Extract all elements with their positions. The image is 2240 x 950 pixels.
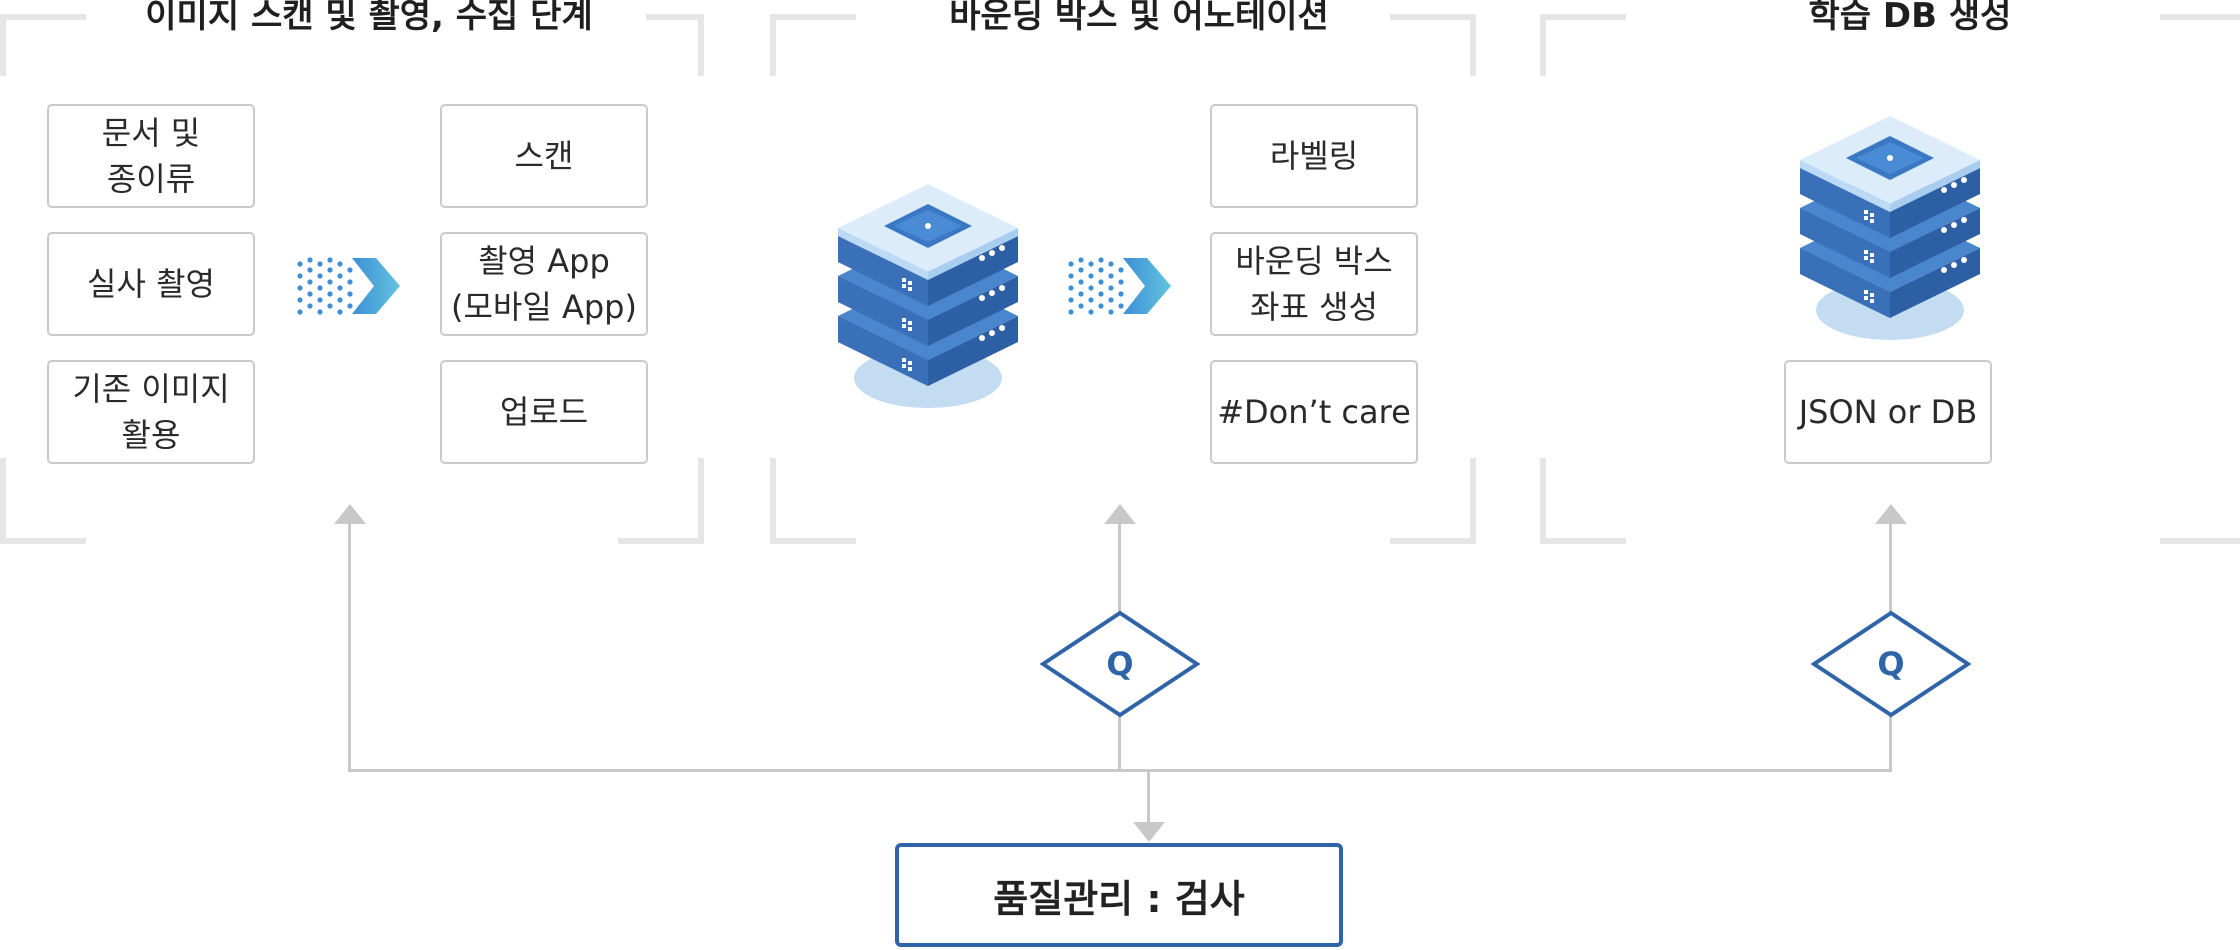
server-stack-icon [838, 184, 1018, 408]
method-upload-box: 업로드 [440, 360, 648, 464]
qc-diamond-stage-2-label: Q [1106, 645, 1134, 683]
stage-2-title: 바운딩 박스 및 어노테이션 [892, 0, 1386, 42]
source-existing-images-box: 기존 이미지 활용 [47, 360, 255, 464]
qc-diamond-stage-3-icon [1811, 610, 1971, 718]
quality-check-box: 품질관리 : 검사 [895, 843, 1343, 947]
json-or-db-box: JSON or DB [1784, 360, 1992, 464]
labeling-box: 라벨링 [1210, 104, 1418, 208]
qc-diamond-stage-3-label: Q [1877, 645, 1905, 683]
flow-arrow-1-icon [297, 257, 400, 315]
source-photo-box: 실사 촬영 [47, 232, 255, 336]
database-stack-icon [1800, 116, 1980, 340]
bbox-coords-box: 바운딩 박스 좌표 생성 [1210, 232, 1418, 336]
method-app-box: 촬영 App (모바일 App) [440, 232, 648, 336]
qc-diamond-stage-2-icon [1040, 610, 1200, 718]
stage-3-title: 학습 DB 생성 [1762, 0, 2058, 42]
stage-1-title: 이미지 스캔 및 촬영, 수집 단계 [92, 0, 646, 42]
dont-care-box: #Don’t care [1210, 360, 1418, 464]
flow-arrow-2-icon [1068, 257, 1171, 315]
method-scan-box: 스캔 [440, 104, 648, 208]
source-documents-box: 문서 및 종이류 [47, 104, 255, 208]
